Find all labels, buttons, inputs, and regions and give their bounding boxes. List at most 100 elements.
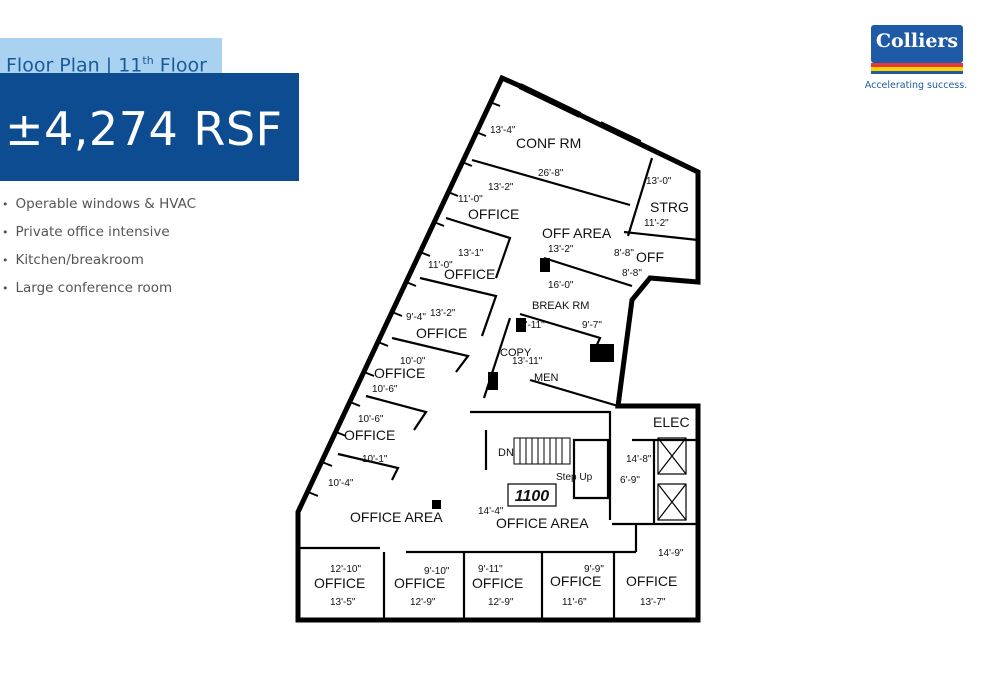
wall: [572, 438, 610, 500]
dim: 10'-6": [372, 384, 398, 395]
stair-dn: DN: [498, 447, 514, 459]
room-off-area: OFF AREA: [542, 225, 612, 241]
dim: 9'-9": [584, 564, 604, 575]
column: [432, 500, 441, 509]
room-office: OFFICE: [444, 266, 495, 282]
wall: [612, 522, 698, 552]
feature-item: Private office intensive: [2, 223, 196, 251]
feature-item: Large conference room: [2, 279, 196, 307]
wall: [623, 230, 699, 242]
room-office: OFFICE: [374, 365, 425, 381]
dim: 13'-5": [330, 597, 356, 608]
dim: 16'-0": [548, 280, 574, 291]
wall: [365, 394, 428, 431]
dim: 10'-6": [358, 414, 384, 425]
wall: [529, 378, 619, 408]
window-marks: [307, 101, 501, 497]
dim: 10'-4": [328, 478, 354, 489]
stairs: [513, 437, 571, 465]
dim: 14'-8": [626, 454, 652, 465]
room-copy: COPY: [500, 347, 532, 359]
step-up: Step Up: [556, 472, 593, 483]
suite-number-box: [507, 483, 557, 507]
room-men: MEN: [534, 372, 559, 384]
dim: 11'-6": [562, 597, 587, 608]
dim: 11'-0": [428, 260, 453, 271]
dim: 12'-10": [330, 564, 361, 575]
dim: 13'-2": [430, 308, 456, 319]
logo-tagline: Accelerating success.: [864, 80, 968, 91]
feature-list: Operable windows & HVAC Private office i…: [2, 195, 197, 307]
room-office-area: OFFICE AREA: [496, 515, 589, 531]
room-office: OFFICE: [626, 573, 677, 589]
floor-plan-title: Floor Plan | 11th Floor: [6, 50, 207, 76]
room-office: OFFICE: [416, 325, 467, 341]
dim: 13'-7": [640, 597, 666, 608]
room-labels: CONF RM STRG OFF AREA OFF OFFICE OFFICE …: [314, 135, 690, 591]
wall: [471, 158, 631, 207]
wall: [445, 216, 512, 279]
dim: 13'-0": [646, 176, 672, 187]
wall: [626, 157, 654, 237]
wall: [391, 336, 470, 373]
dim: 13'-11": [512, 356, 543, 367]
room-office: OFFICE: [344, 427, 395, 443]
room-office: OFFICE: [550, 573, 601, 589]
dim: 12'-9": [488, 597, 514, 608]
dim: 10'-1": [362, 454, 388, 465]
room-elec: ELEC: [653, 414, 690, 430]
room-break-rm: BREAK RM: [532, 300, 589, 312]
dim: 26'-8": [538, 168, 564, 179]
room-off: OFF: [636, 249, 664, 265]
title-text-tail: Floor: [153, 54, 207, 77]
dim: 14'-9": [658, 548, 684, 559]
elevator-2: [657, 483, 687, 521]
dim: 11'-0": [458, 194, 483, 205]
dim: 8'-8": [614, 248, 634, 259]
floor-plan-svg: 1100 CONF RM STRG OFF AREA OFF OFFICE OF…: [295, 74, 701, 623]
feature-item: Kitchen/breakroom: [2, 251, 196, 279]
feature-item: Operable windows & HVAC: [2, 195, 197, 223]
small-labels: BREAK RM COPY MEN DN Step Up: [498, 300, 593, 483]
column: [540, 258, 550, 272]
dim: 9'-10": [424, 566, 450, 577]
elevator-1: [657, 437, 687, 475]
floor-plan-title-tab: Floor Plan | 11th Floor: [0, 38, 222, 76]
room-conf-rm: CONF RM: [516, 135, 581, 151]
wall: [337, 452, 400, 481]
interior-walls: [298, 157, 699, 620]
wall: [382, 552, 616, 620]
column: [488, 372, 498, 390]
room-strg: STRG: [650, 199, 689, 215]
dimension-labels: 13'-4" 26'-8" 13'-0" 13'-2" 11'-0" 11'-2…: [328, 125, 684, 608]
rsf-value: ±4,274 RSF: [5, 102, 283, 156]
dim: 5'-11": [520, 320, 545, 331]
column: [516, 318, 526, 332]
dim: 9'-11": [478, 564, 503, 575]
elevator-1-cross: [657, 437, 687, 475]
columns: [432, 258, 614, 509]
wall: [298, 546, 636, 554]
room-office: OFFICE: [472, 575, 523, 591]
wall: [419, 276, 498, 337]
dim: 13'-2": [488, 182, 514, 193]
dim: 13'-4": [490, 125, 516, 136]
logo-stripe-red: [871, 63, 963, 67]
exterior-wall: [295, 74, 701, 623]
room-office: OFFICE: [468, 206, 519, 222]
rsf-banner: ±4,274 RSF: [0, 73, 299, 181]
suite-number: 1100: [515, 488, 550, 505]
wall: [543, 256, 633, 288]
dim: 9'-7": [582, 320, 602, 331]
wall: [470, 410, 612, 520]
dim: 8'-8": [622, 268, 642, 279]
elevators: [657, 437, 687, 521]
logo-stripe-blue: [871, 71, 963, 74]
stair-outline: [513, 437, 571, 465]
north-wall-solid: [518, 83, 642, 146]
dim: 14'-4": [478, 506, 504, 517]
title-superscript: th: [142, 54, 154, 67]
colliers-logo: Colliers: [871, 25, 963, 75]
column: [590, 344, 614, 362]
logo-stripe-yellow: [871, 67, 963, 71]
